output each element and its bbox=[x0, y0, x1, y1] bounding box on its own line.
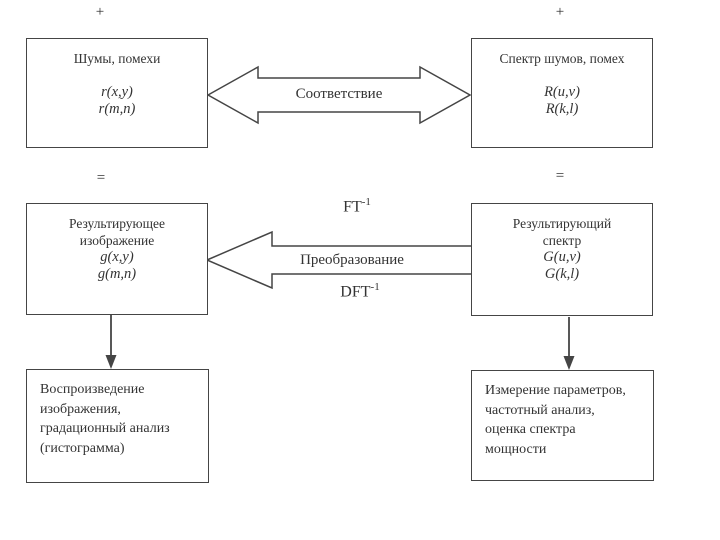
box-reproduction: Воспроизведение изображения, градационны… bbox=[26, 369, 209, 483]
formula-Ruv: R(u,v) bbox=[544, 84, 580, 100]
box-result-image-formulas: g(x,y) g(m,n) bbox=[27, 249, 207, 283]
box-measurement-text: Измерение параметров, частотный анализ, … bbox=[485, 383, 626, 457]
dft-base: DFT bbox=[340, 283, 371, 301]
ft-base: FT bbox=[343, 198, 362, 216]
box-result-spectrum-formulas: G(u,v) G(k,l) bbox=[472, 249, 652, 283]
correspondence-double-arrow bbox=[206, 65, 472, 125]
equals-sign-right: = bbox=[555, 168, 565, 184]
ft-superscript: -1 bbox=[361, 196, 371, 208]
box-noise-title: Шумы, помехи bbox=[73, 51, 161, 66]
formula-gmn: g(m,n) bbox=[97, 266, 137, 282]
dft-superscript: -1 bbox=[370, 281, 380, 293]
box-noise-formulas: r(x,y) r(m,n) bbox=[27, 84, 207, 118]
formula-Gkl: G(k,l) bbox=[544, 266, 580, 282]
box-noise-spectrum-title: Спектр шумов, помех bbox=[499, 51, 625, 66]
formula-rmn: r(m,n) bbox=[98, 101, 136, 117]
formula-gxy: g(x,y) bbox=[100, 249, 134, 265]
formula-Rkl: R(k,l) bbox=[545, 101, 579, 117]
correspondence-label: Соответствие bbox=[295, 86, 383, 102]
formula-rxy: r(x,y) bbox=[101, 84, 133, 100]
formula-Guv: G(u,v) bbox=[543, 249, 581, 265]
ft-inverse-label: FT-1 bbox=[317, 196, 397, 216]
box-result-image-title: Результирующее изображение bbox=[69, 216, 165, 248]
down-arrow-left-head bbox=[105, 355, 117, 369]
transform-label: Преобразование bbox=[300, 252, 404, 268]
equals-sign-left: = bbox=[96, 170, 106, 186]
box-noise-spectrum: Спектр шумов, помех R(u,v) R(k,l) bbox=[471, 38, 653, 148]
box-result-spectrum: Результирующий спектр G(u,v) G(k,l) bbox=[471, 203, 653, 316]
box-reproduction-text: Воспроизведение изображения, градационны… bbox=[40, 382, 170, 456]
box-result-image: Результирующее изображение g(x,y) g(m,n) bbox=[26, 203, 208, 315]
plus-sign-right: + bbox=[555, 4, 565, 20]
box-noise: Шумы, помехи r(x,y) r(m,n) bbox=[26, 38, 208, 148]
box-noise-spectrum-formulas: R(u,v) R(k,l) bbox=[472, 84, 652, 118]
box-measurement: Измерение параметров, частотный анализ, … bbox=[471, 370, 654, 481]
dft-inverse-label: DFT-1 bbox=[320, 281, 400, 301]
down-arrow-right-head bbox=[563, 356, 575, 370]
plus-sign-left: + bbox=[95, 4, 105, 20]
box-result-spectrum-title: Результирующий спектр bbox=[512, 216, 612, 248]
